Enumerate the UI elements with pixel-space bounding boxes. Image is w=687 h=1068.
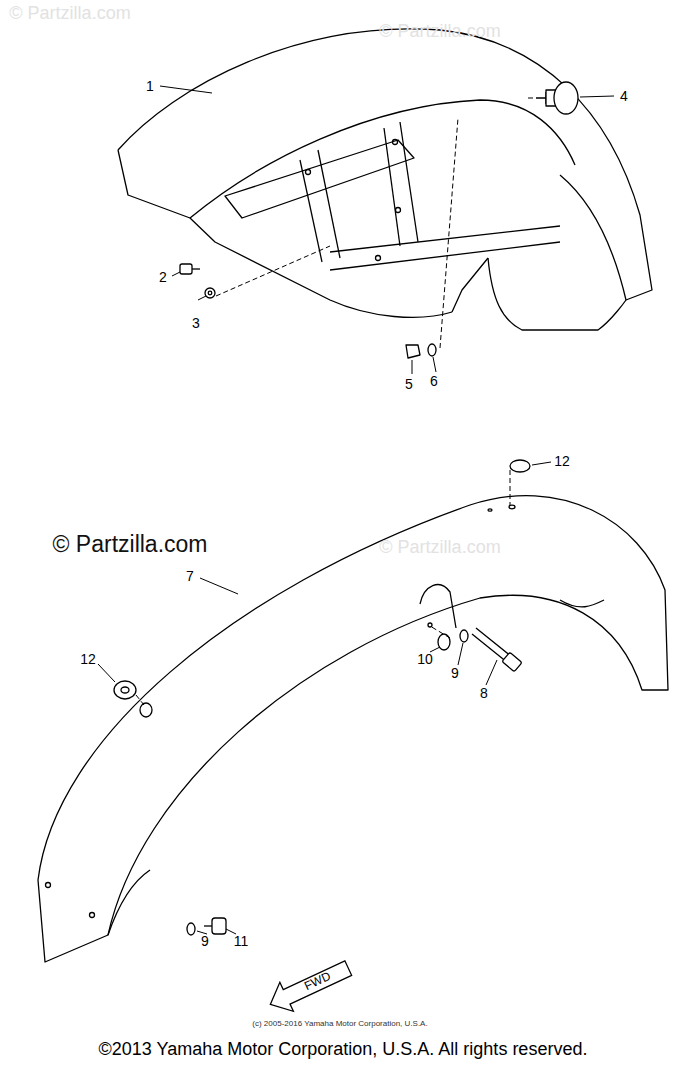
callout-number: 6	[430, 374, 438, 389]
watermark: © Partzilla.com	[379, 538, 500, 558]
callout-number: 2	[159, 270, 167, 285]
callout-number: 9	[201, 934, 209, 949]
copyright-footer: ©2013 Yamaha Motor Corporation, U.S.A. A…	[99, 1040, 588, 1060]
callout-number: 9	[451, 666, 459, 681]
callout-number: 1	[146, 79, 154, 94]
watermark: © Partzilla.com	[9, 4, 130, 24]
callout-number: 12	[554, 454, 570, 469]
callout-number: 7	[186, 569, 194, 584]
copyright-note: (c) 2005-2016 Yamaha Motor Corporation, …	[252, 1020, 427, 1029]
callout-number: 8	[480, 686, 488, 701]
callout-number: 4	[620, 89, 628, 104]
watermark: © Partzilla.com	[379, 22, 500, 42]
watermark: © Partzilla.com	[53, 532, 208, 557]
callout-number: 5	[405, 377, 413, 392]
callout-number: 10	[417, 652, 433, 667]
callout-number: 11	[234, 934, 249, 949]
callout-number: 3	[192, 316, 200, 331]
callout-number: 12	[80, 652, 96, 667]
